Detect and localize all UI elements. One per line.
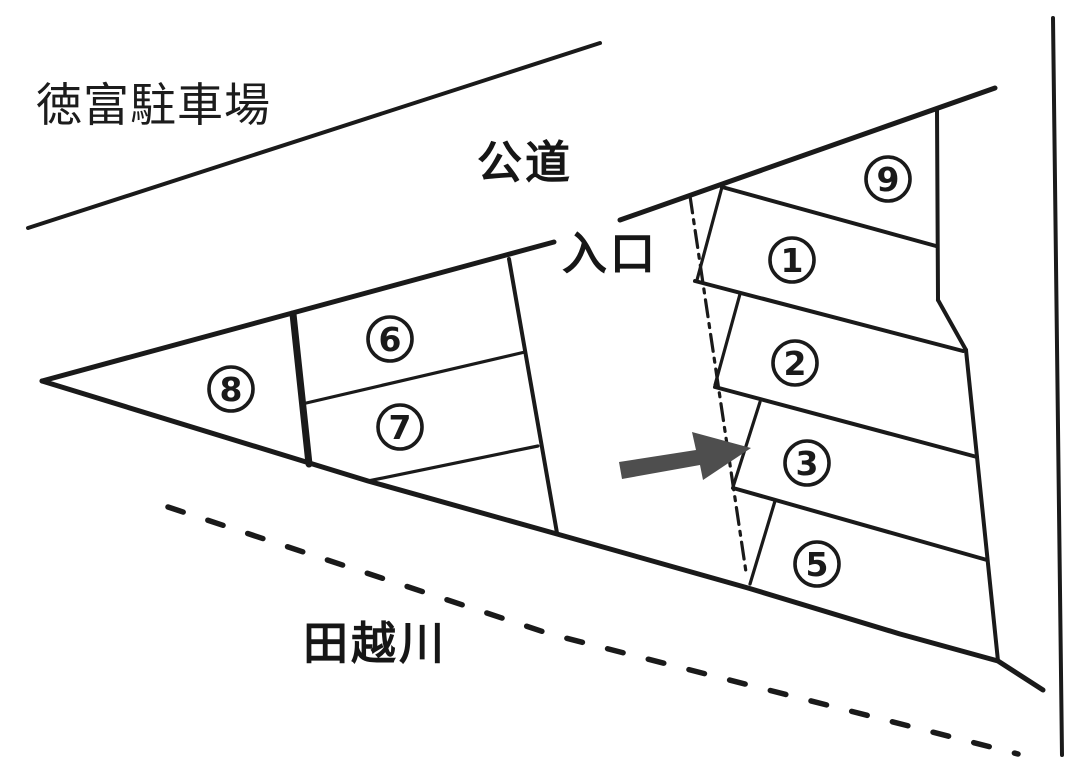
space9-right-edge-line — [935, 108, 940, 302]
space-1-number: 1 — [781, 241, 804, 280]
space-6-circle — [366, 315, 414, 363]
map-title: 徳富駐車場 — [36, 78, 271, 132]
right-boundary-line — [1051, 16, 1064, 757]
space-5-number: 5 — [806, 545, 829, 584]
space-2-number: 2 — [784, 344, 807, 383]
space-8-number: 8 — [220, 370, 243, 409]
space-3-number: 3 — [796, 444, 819, 483]
space-8-circle — [207, 365, 255, 413]
pointer-arrow — [619, 432, 751, 480]
space1-left-edge-line — [695, 185, 724, 282]
space-7-circle — [376, 403, 424, 451]
parking-space-7: 7 — [376, 403, 424, 451]
space-2-circle — [771, 339, 819, 387]
parking-space-9: 9 — [864, 155, 912, 203]
right-edge-jog-line — [936, 298, 968, 352]
bottom-boundary-line — [39, 378, 1046, 693]
right-block-left-dashdot-line — [688, 194, 748, 574]
divider-6-7-line — [300, 350, 527, 406]
parking-space-5: 5 — [793, 540, 841, 588]
divider-8-67-line — [289, 310, 313, 468]
parking-space-1: 1 — [768, 236, 816, 284]
divider-2-3-line — [713, 385, 979, 459]
divider-9-1-line — [720, 185, 938, 248]
road-upper-edge-line — [26, 41, 602, 230]
parking-space-8: 8 — [207, 365, 255, 413]
left-block-top-boundary-line — [39, 239, 557, 384]
left-block-right-edge-line — [507, 257, 559, 535]
space-7-number: 7 — [389, 408, 412, 447]
divider-3-5-line — [731, 486, 989, 562]
space-5-circle — [793, 540, 841, 588]
river-label: 田越川 — [303, 617, 447, 670]
road-lower-edge-line — [617, 85, 998, 223]
space5-left-edge-line — [748, 499, 777, 586]
river-dashed-line — [165, 504, 1021, 757]
divider-below-7-line — [366, 444, 540, 483]
road-label: 公道 — [477, 136, 573, 189]
space-6-number: 6 — [379, 320, 402, 359]
parking-space-2: 2 — [771, 339, 819, 387]
space3-left-edge-line — [731, 400, 762, 489]
space-9-number: 9 — [877, 160, 900, 199]
right-block-right-edge-line — [964, 348, 1000, 663]
parking-space-6: 6 — [366, 315, 414, 363]
parking-space-3: 3 — [783, 439, 831, 487]
entrance-label: 入口 — [562, 227, 658, 280]
space2-left-edge-line — [713, 292, 742, 387]
space-9-circle — [864, 155, 912, 203]
space-1-circle — [768, 236, 816, 284]
space-3-circle — [783, 439, 831, 487]
